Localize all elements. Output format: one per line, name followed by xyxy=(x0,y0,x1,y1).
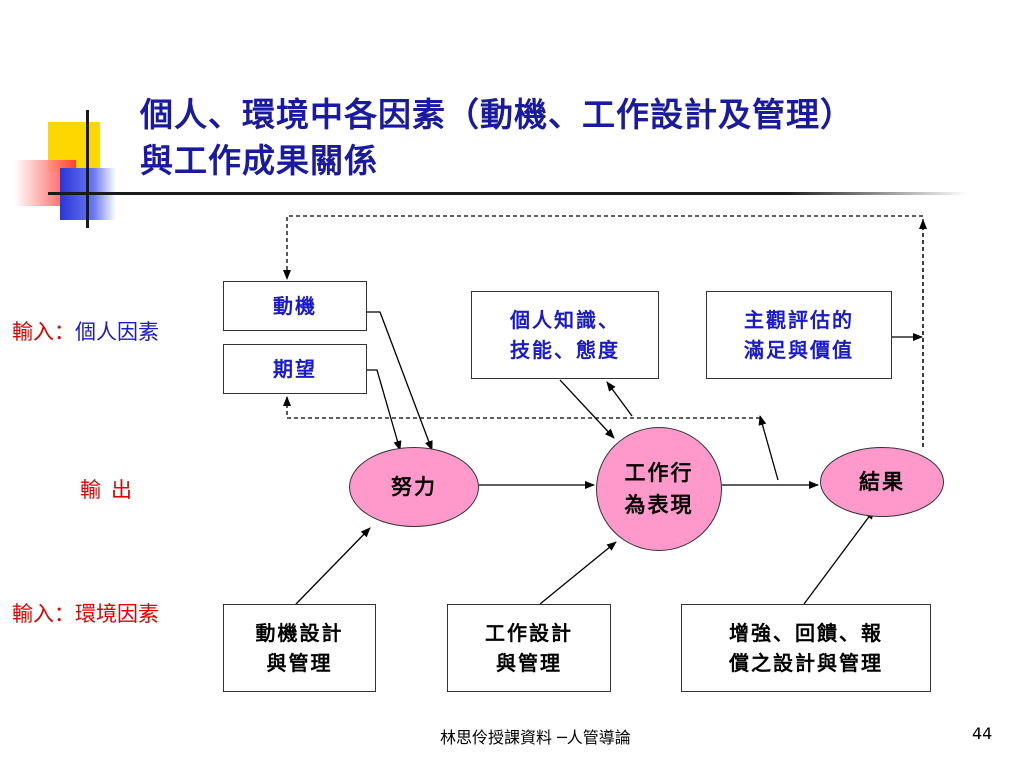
label-input-personal: 輸入：個人因素 xyxy=(12,316,159,346)
feedback-loop-expectation xyxy=(283,396,760,419)
box-reward-design: 增強、回饋、報 償之設計與管理 xyxy=(681,604,931,692)
node-performance: 工作行 為表現 xyxy=(596,427,722,551)
label-input-personal-text: 個人因素 xyxy=(75,320,159,344)
page-number: 44 xyxy=(972,724,993,743)
slide-title: 個人、環境中各因素（動機、工作設計及管理） 與工作成果關係 xyxy=(140,92,1000,184)
footer-text: 林思伶授課資料 ─人管導論 xyxy=(440,728,631,747)
box-subjective-satisfaction: 主觀評估的 滿足與價值 xyxy=(706,291,892,379)
box-motivation: 動機 xyxy=(223,281,367,331)
arrow-motivation-effort xyxy=(367,311,433,451)
box-work-design-label: 工作設計 與管理 xyxy=(485,621,573,675)
box-knowledge-skill-attitude: 個人知識、 技能、態度 xyxy=(471,291,659,379)
slide-title-line1: 個人、環境中各因素（動機、工作設計及管理） xyxy=(140,95,854,134)
node-effort: 努力 xyxy=(349,447,479,527)
label-output: 輸出 xyxy=(80,478,142,502)
box-motivation-design: 動機設計 與管理 xyxy=(223,604,376,692)
label-input-environment-text: 環境因素 xyxy=(75,602,159,626)
box-expectation: 期望 xyxy=(223,344,367,394)
box-knowledge-skill-attitude-label: 個人知識、 技能、態度 xyxy=(510,308,620,362)
label-input-environment: 輸入：環境因素 xyxy=(12,598,159,628)
decor-vertical-rule xyxy=(86,110,89,228)
arrow-work-design-performance xyxy=(539,541,617,605)
box-reward-design-label: 增強、回饋、報 償之設計與管理 xyxy=(729,621,883,675)
title-underline xyxy=(48,192,968,195)
box-motivation-label: 動機 xyxy=(273,294,317,318)
node-performance-label: 工作行 為表現 xyxy=(624,460,694,517)
arrow-reward-design-result xyxy=(803,509,875,605)
arrow-motivation-design-effort xyxy=(295,527,371,605)
box-subjective-satisfaction-label: 主觀評估的 滿足與價值 xyxy=(744,308,854,362)
arrow-knowledge-performance xyxy=(559,379,615,439)
node-effort-label: 努力 xyxy=(391,474,437,499)
node-result: 結果 xyxy=(820,447,944,517)
box-work-design: 工作設計 與管理 xyxy=(447,604,611,692)
arrow-performance-knowledge xyxy=(606,381,633,417)
result-feedback-connector xyxy=(758,415,779,481)
box-expectation-label: 期望 xyxy=(273,357,317,381)
arrow-expectation-effort xyxy=(367,369,402,451)
node-result-label: 結果 xyxy=(859,469,905,494)
box-motivation-design-label: 動機設計 與管理 xyxy=(255,621,344,675)
label-input-personal-prefix: 輸入： xyxy=(12,320,75,344)
label-input-environment-prefix: 輸入： xyxy=(12,602,75,626)
slide-title-line2: 與工作成果關係 xyxy=(140,141,378,180)
